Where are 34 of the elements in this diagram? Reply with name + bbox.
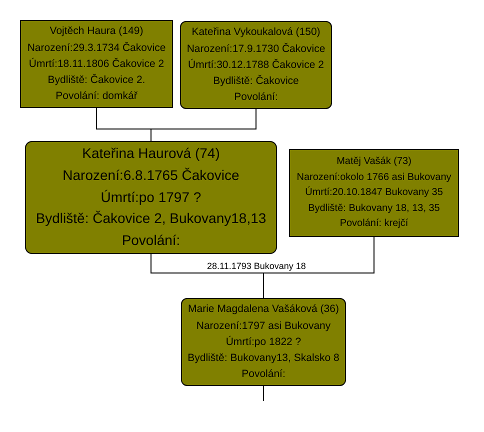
person-name: Vojtěch Haura (149) (50, 24, 144, 40)
death-text: Úmrtí:18.11.1806 Čakovice 2 (28, 56, 164, 72)
connector-line (263, 386, 264, 402)
connector-line (263, 236, 374, 298)
occupation-text: Povolání: domkář (56, 89, 138, 104)
occupation-text: Povolání: (234, 90, 278, 106)
birth-text: Narození:okolo 1766 asi Bukovany (296, 170, 452, 185)
death-text: Úmrtí:po 1822 ? (226, 334, 302, 350)
residence-text: Bydliště: Čakovice 2. (48, 72, 146, 88)
residence-text: Bydliště: Bukovany13, Skalsko 8 (188, 351, 340, 366)
person-name: Kateřina Vykoukalová (150) (192, 25, 320, 40)
connector-line (150, 108, 256, 142)
death-text: Úmrtí:30.12.1788 Čakovice 2 (188, 58, 324, 73)
person-card (25, 141, 277, 254)
person-name: Matěj Vašák (73) (336, 155, 412, 170)
residence-text: Bydliště: Čakovice (213, 74, 299, 90)
death-text: Úmrtí:20.10.1847 Bukovany 35 (305, 185, 443, 200)
birth-text: Narození:1797 asi Bukovany (196, 318, 331, 334)
person-card (180, 21, 332, 109)
person-name: Kateřina Haurová (74) (82, 144, 220, 164)
residence-text: Bydliště: Bukovany 18, 13, 35 (308, 202, 440, 216)
death-text: Úmrtí:po 1797 ? (100, 188, 202, 207)
occupation-text: Povolání: (122, 231, 180, 250)
edge-label: 28.11.1793 Bukovany 18 (205, 260, 308, 272)
person-card (289, 149, 459, 237)
occupation-text: Povolání: (242, 367, 286, 382)
birth-text: Narození:6.8.1765 Čakovice (62, 166, 240, 185)
residence-text: Bydliště: Čakovice 2, Bukovany18,13 (36, 209, 266, 228)
birth-text: Narození:29.3.1734 Čakovice (27, 40, 166, 56)
person-card (181, 298, 346, 386)
birth-text: Narození:17.9.1730 Čakovice (186, 42, 326, 57)
occupation-text: Povolání: krejčí (340, 217, 408, 232)
person-name: Marie Magdalena Vašáková (36) (188, 302, 339, 318)
person-card (20, 20, 173, 108)
